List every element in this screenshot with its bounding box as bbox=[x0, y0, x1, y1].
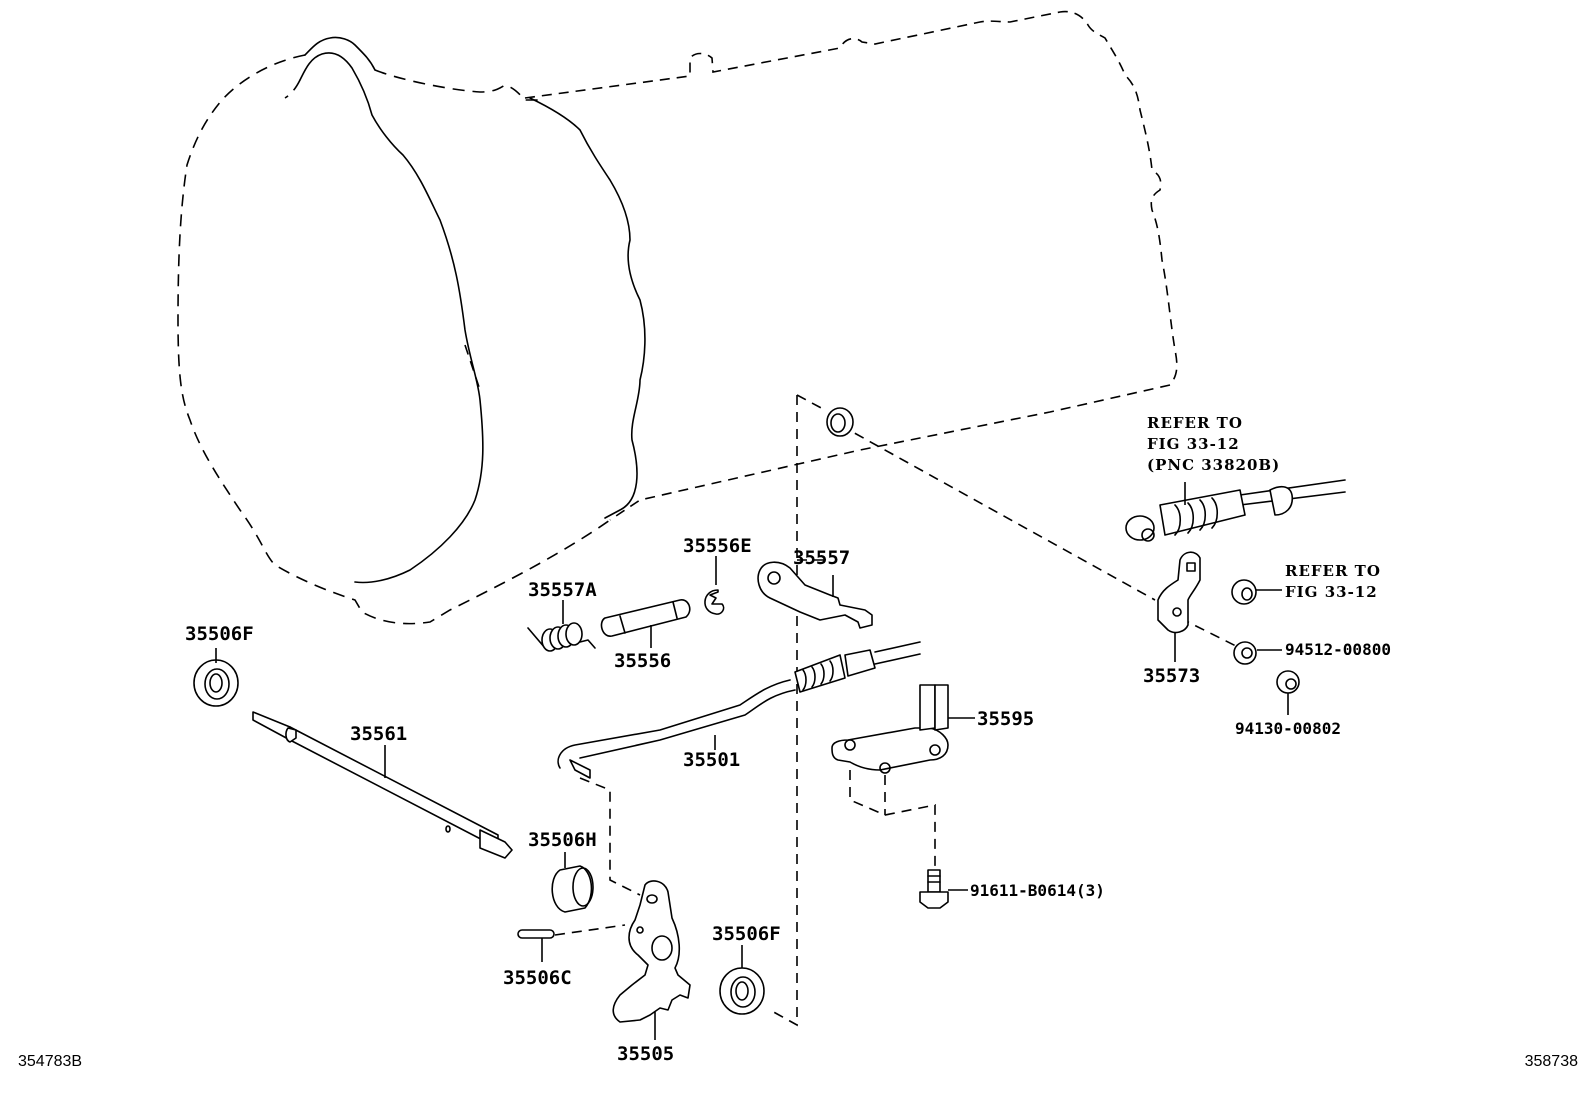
label-94512-00800: 94512-00800 bbox=[1285, 640, 1391, 659]
nut-refer bbox=[1231, 579, 1282, 605]
label-91611-B0614: 91611-B0614(3) bbox=[970, 881, 1105, 900]
label-35506F-bottom: 35506F bbox=[712, 923, 781, 945]
part-35506F-seal-bottom bbox=[719, 945, 765, 1015]
label-35506F-top: 35506F bbox=[185, 623, 254, 645]
nut-94512-00800 bbox=[1233, 641, 1282, 665]
label-94130-00802: 94130-00802 bbox=[1235, 719, 1341, 738]
callout-refer-cable-line3: (PNC 33820B) bbox=[1147, 456, 1280, 474]
label-35595: 35595 bbox=[977, 708, 1034, 730]
part-35573-bracket bbox=[1157, 551, 1201, 662]
part-35506C-pin bbox=[517, 929, 555, 962]
part-35557-lever bbox=[757, 561, 873, 629]
label-35557: 35557 bbox=[793, 547, 850, 569]
callout-refer-nut-line2: FIG 33-12 bbox=[1285, 583, 1378, 601]
callout-refer-nut-line1: REFER TO bbox=[1285, 562, 1381, 580]
case-seal-ring bbox=[826, 407, 854, 437]
label-35506H: 35506H bbox=[528, 829, 597, 851]
nut-94130-00802 bbox=[1276, 670, 1300, 715]
callout-refer-cable-line1: REFER TO bbox=[1147, 414, 1243, 432]
label-35556: 35556 bbox=[614, 650, 671, 672]
part-35595-bracket bbox=[831, 684, 975, 774]
part-35506H-bushing bbox=[551, 852, 594, 913]
label-35506C: 35506C bbox=[503, 967, 572, 989]
label-35556E: 35556E bbox=[683, 535, 752, 557]
transmission-housing-outline bbox=[177, 10, 1178, 625]
part-35505-lever bbox=[612, 880, 691, 1040]
part-35556-pin bbox=[600, 599, 691, 648]
label-35573: 35573 bbox=[1143, 665, 1200, 687]
footer-left-id: 354783B bbox=[18, 1053, 83, 1070]
part-35501-rod bbox=[557, 641, 921, 779]
part-35506F-seal-top bbox=[193, 648, 239, 707]
part-35557A-spring bbox=[527, 600, 596, 652]
shift-cable-assembly bbox=[1125, 479, 1346, 542]
part-91611-bolt bbox=[919, 869, 968, 909]
label-35557A: 35557A bbox=[528, 579, 597, 601]
label-35561: 35561 bbox=[350, 723, 407, 745]
part-35556E-clip bbox=[704, 556, 725, 615]
part-35561-shaft bbox=[252, 711, 513, 859]
label-35501: 35501 bbox=[683, 749, 740, 771]
label-35505: 35505 bbox=[617, 1043, 674, 1065]
callout-refer-cable-line2: FIG 33-12 bbox=[1147, 435, 1240, 453]
footer-right-id: 358738 bbox=[1524, 1053, 1578, 1070]
